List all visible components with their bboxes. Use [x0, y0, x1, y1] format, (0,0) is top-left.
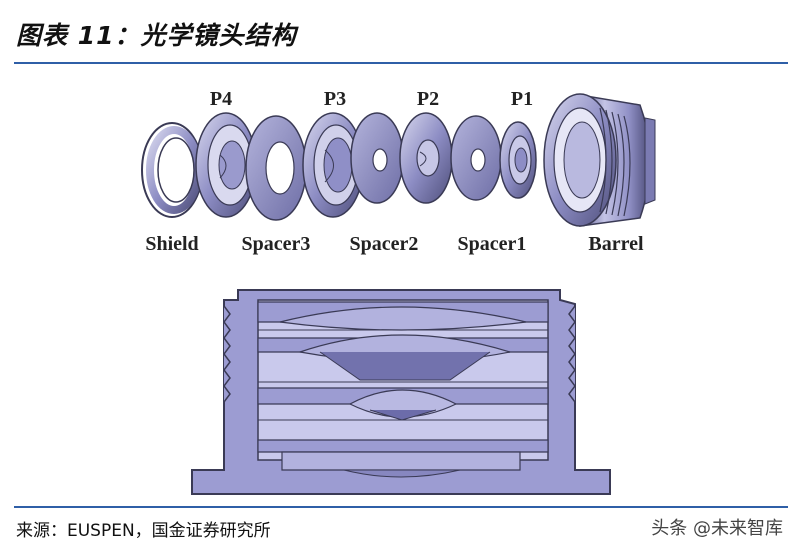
label-p2: P2: [416, 88, 440, 110]
spacer2: [350, 112, 404, 204]
label-spacer1: Spacer1: [457, 233, 527, 255]
label-p4: P4: [209, 88, 233, 110]
watermark: 头条 @未来智库: [651, 518, 783, 539]
barrel-thread: [223, 305, 576, 403]
shield-ring: [141, 122, 203, 218]
assembled-cross-section: [191, 289, 611, 495]
label-p1: P1: [510, 88, 534, 110]
title-divider: [14, 62, 788, 64]
figure-title: 图表 11：光学镜头结构: [16, 21, 297, 50]
spacer1: [450, 115, 502, 201]
lens-p2: [399, 112, 453, 204]
source-note: 来源：EUSPEN，国金证券研究所: [16, 521, 271, 541]
label-shield: Shield: [145, 233, 199, 255]
barrel: [543, 93, 656, 227]
label-spacer2: Spacer2: [349, 233, 419, 255]
label-barrel: Barrel: [588, 233, 644, 255]
footer-divider: [14, 506, 788, 508]
spacer3: [245, 115, 307, 221]
lens-p3: [302, 112, 364, 218]
label-spacer3: Spacer3: [241, 233, 311, 255]
lens-p1: [499, 121, 537, 199]
label-p3: P3: [323, 88, 347, 110]
